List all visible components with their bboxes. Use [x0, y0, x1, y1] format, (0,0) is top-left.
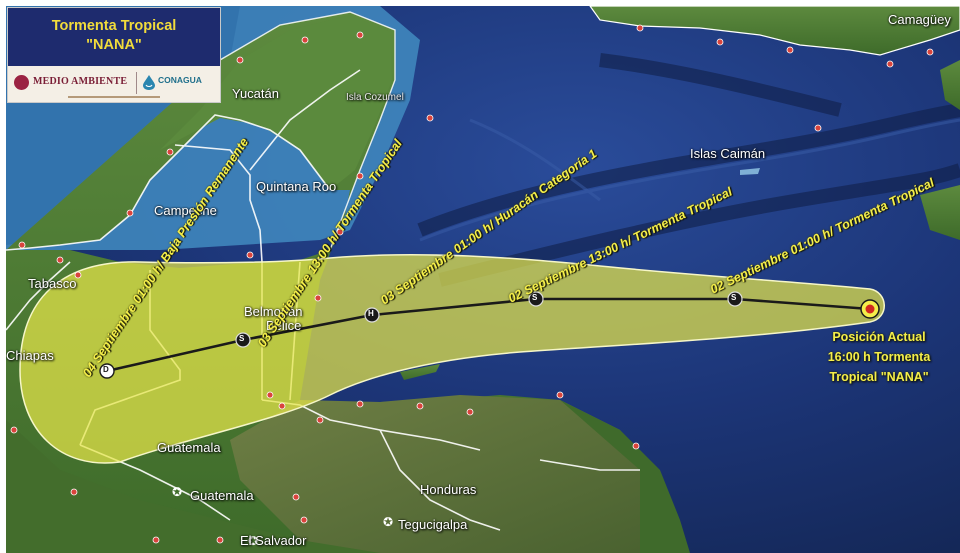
frame-top [0, 0, 960, 6]
svg-text:✪: ✪ [172, 485, 182, 499]
label-islas-caiman: Islas Caimán [690, 146, 766, 161]
label-isla-cozumel: Isla Cozumel [346, 92, 404, 103]
central-america [6, 420, 380, 553]
svg-text:✪: ✪ [383, 515, 393, 529]
track-point-sep02-13: S [532, 293, 538, 302]
conagua-logo: CONAGUA [141, 73, 217, 93]
title-panel: Tormenta Tropical "NANA" MEDIO AMBIENTE … [7, 7, 221, 103]
label-el-salvador: El Salvador [240, 533, 307, 548]
label-camaguey: Camagüey [888, 12, 951, 27]
current-position-line3: Tropical "NANA" [829, 370, 929, 384]
storm-track [106, 297, 871, 373]
track-point-sep03-01: H [368, 309, 374, 318]
logo-strip: MEDIO AMBIENTE CONAGUA [8, 66, 220, 102]
title-line1: Tormenta Tropical [51, 18, 177, 34]
current-position-marker [860, 299, 880, 319]
current-position-line2: 16:00 h Tormenta [827, 350, 931, 364]
label-honduras: Honduras [420, 482, 477, 497]
water-drop-icon [143, 75, 155, 90]
label-yucatan: Yucatán [232, 86, 279, 101]
label-chiapas: Chiapas [6, 348, 54, 363]
cuba [588, 5, 960, 56]
forecast-cone [19, 253, 885, 464]
capital-markers: ✪ ✪ ✪ [172, 485, 393, 548]
track-markers [99, 291, 743, 379]
title-line2: "NANA" [86, 37, 142, 53]
label-tegucigalpa: Tegucigalpa [398, 517, 468, 532]
label-tabasco: Tabasco [28, 276, 77, 291]
frame-left [0, 0, 6, 553]
svg-text:✪: ✪ [248, 534, 258, 548]
medio-ambiente-logo: MEDIO AMBIENTE [14, 73, 134, 93]
conagua-text: CONAGUA [158, 75, 202, 85]
label-belice: Belice [266, 318, 302, 333]
logo-divider [136, 72, 137, 94]
label-campeche: Campeche [154, 203, 217, 218]
track-point-sep02-01: S [731, 293, 737, 302]
label-guatemala-city: Guatemala [190, 488, 254, 503]
current-position-line1: Posición Actual [832, 330, 926, 344]
track-point-sep04-01: D [103, 365, 109, 374]
city-dots [10, 24, 934, 544]
medio-ambiente-text: MEDIO AMBIENTE [33, 76, 128, 87]
mexico-seal-icon [14, 75, 29, 90]
logo-subline [68, 96, 160, 98]
current-position-label: Posición Actual 16:00 h Tormenta Tropica… [806, 327, 952, 387]
label-quintana-roo: Quintana Roo [256, 179, 337, 194]
seafloor-ridges [417, 53, 960, 287]
track-point-sep03-13: S [239, 334, 245, 343]
label-belmopan: Belmopán [244, 304, 303, 319]
label-guatemala-country: Guatemala [157, 440, 221, 455]
